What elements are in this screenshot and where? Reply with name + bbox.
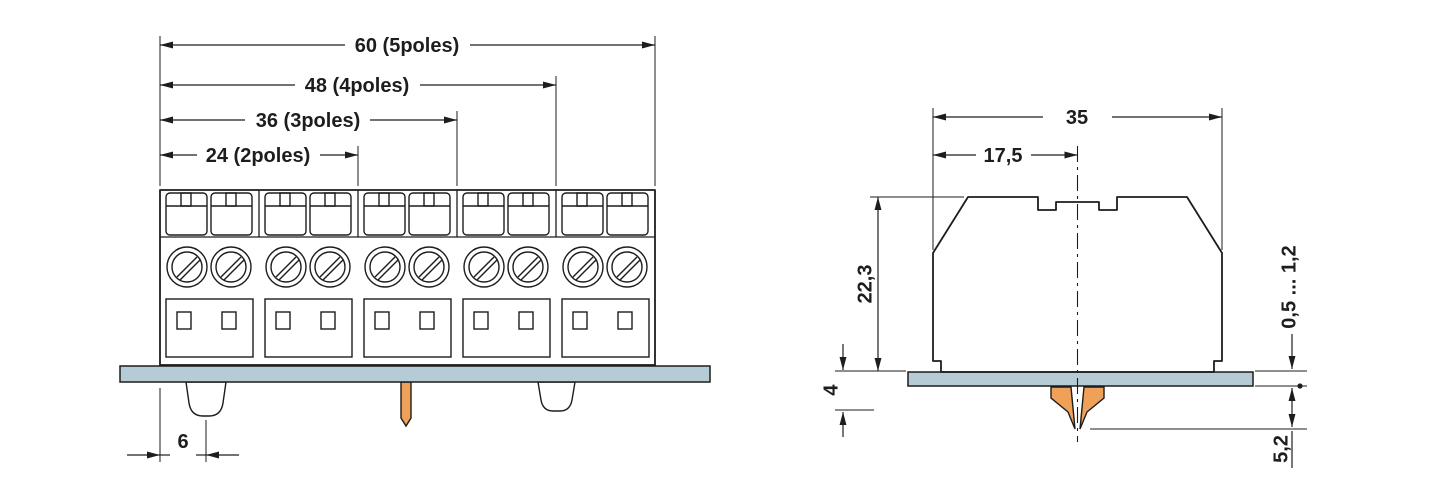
pole-module-5 [561, 192, 650, 358]
dim-22-3-body-height: 22,3 [835, 196, 964, 372]
side-view: 35 17,5 22,3 4 [820, 107, 1307, 468]
dim-label-24-2poles: 24 (2poles) [206, 145, 310, 167]
dim-35-overall-width: 35 [933, 107, 1222, 129]
terminal-body-side-profile [932, 196, 1223, 373]
mounting-panel-side [907, 371, 1254, 387]
locating-pin [400, 381, 412, 428]
dim-17-5-center-offset: 17,5 [933, 145, 1078, 167]
dim-label-6: 6 [177, 431, 188, 453]
pole-module-2 [264, 192, 353, 358]
front-view: 60 (5poles) 48 (4poles) 36 (3poles) 24 (… [119, 35, 711, 462]
panel-reference-dot [1297, 383, 1303, 389]
pole-module-4 [462, 192, 551, 358]
drawing-root: 60 (5poles) 48 (4poles) 36 (3poles) 24 (… [119, 35, 1307, 468]
dim-label-60-5poles: 60 (5poles) [355, 35, 459, 57]
dim-60-5poles: 60 (5poles) [160, 35, 655, 57]
dim-label-22-3: 22,3 [854, 265, 876, 304]
dim-36-3poles: 36 (3poles) [160, 110, 457, 132]
dim-6-foot-offset: 6 [127, 388, 239, 462]
dim-label-36-3poles: 36 (3poles) [256, 110, 360, 132]
front-dimensions: 60 (5poles) 48 (4poles) 36 (3poles) 24 (… [127, 35, 656, 462]
dim-label-17-5: 17,5 [984, 145, 1023, 167]
pole-module-3 [363, 192, 452, 358]
snap-foot-left [185, 381, 227, 417]
side-dimensions: 35 17,5 22,3 4 [820, 107, 1307, 468]
snap-foot-prong-left [1050, 386, 1076, 430]
dim-label-48-4poles: 48 (4poles) [305, 75, 409, 97]
dim-label-4: 4 [820, 384, 842, 396]
dim-panel-thickness-range: 0,5 ... 1,2 [1255, 245, 1307, 389]
dim-5-2-foot-protrusion: 5,2 [1090, 388, 1307, 468]
pole-module-1 [165, 192, 254, 358]
snap-foot-prong-right [1079, 386, 1105, 430]
dim-48-4poles: 48 (4poles) [160, 75, 556, 97]
mounting-panel-front [119, 365, 711, 383]
dim-label-35: 35 [1066, 107, 1088, 129]
dim-label-5-2: 5,2 [1270, 435, 1292, 463]
dim-4-snap-engagement: 4 [820, 344, 874, 437]
terminal-body-front [159, 189, 656, 366]
dim-24-2poles: 24 (2poles) [160, 145, 358, 167]
dim-label-panel-thickness: 0,5 ... 1,2 [1278, 245, 1300, 328]
snap-foot-right [537, 381, 576, 412]
